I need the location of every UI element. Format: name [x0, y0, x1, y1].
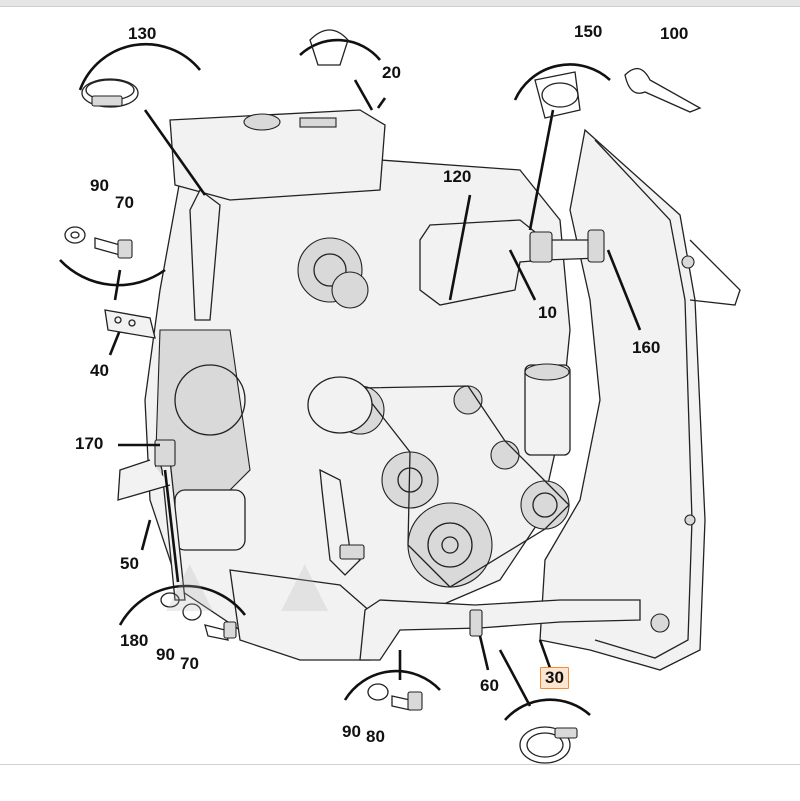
callout-20[interactable]: 20: [382, 63, 401, 82]
callout-130-clamp[interactable]: 130: [128, 24, 157, 43]
watermark: ▲ ▲: [150, 541, 353, 629]
callout-40[interactable]: 40: [90, 361, 109, 380]
viewer-top-edge: [0, 0, 800, 7]
callout-70-lower[interactable]: 70: [180, 654, 199, 673]
callout-160[interactable]: 160: [632, 338, 661, 357]
callout-90-lower[interactable]: 90: [156, 645, 175, 664]
callout-10[interactable]: 10: [538, 303, 557, 322]
detail-parts: [64, 29, 702, 764]
callout-70-upper[interactable]: 70: [115, 193, 134, 212]
callout-170[interactable]: 170: [75, 434, 104, 453]
callout-90-upper[interactable]: 90: [90, 176, 109, 195]
callout-120[interactable]: 120: [443, 167, 472, 186]
callout-180[interactable]: 180: [120, 631, 149, 650]
callout-100[interactable]: 100: [660, 24, 689, 43]
leader-lines: [59, 38, 642, 721]
callout-90-bottom[interactable]: 90: [342, 722, 361, 741]
fan-shroud: [539, 128, 741, 671]
callout-60[interactable]: 60: [480, 676, 499, 695]
callout-30-selected[interactable]: 30: [540, 667, 569, 689]
callout-80[interactable]: 80: [366, 727, 385, 746]
viewer-bottom-edge: [0, 764, 800, 801]
callout-150[interactable]: 150: [574, 22, 603, 41]
callout-50[interactable]: 50: [120, 554, 139, 573]
